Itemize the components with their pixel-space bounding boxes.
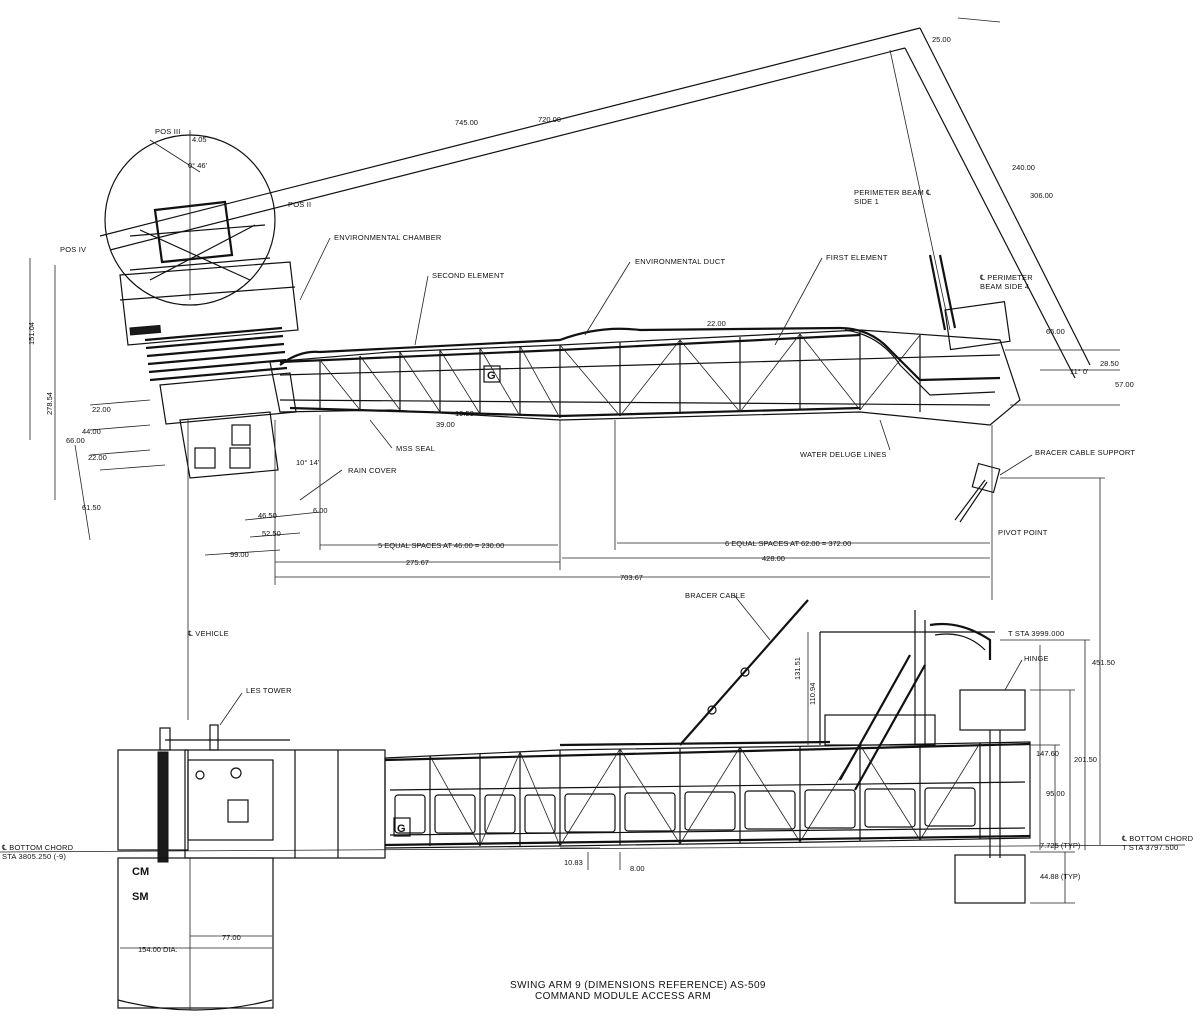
drawing-title-line2: COMMAND MODULE ACCESS ARM (535, 991, 711, 1002)
dim-4515: 451.50 (1092, 658, 1115, 667)
dim-44: 44.00 (82, 427, 101, 436)
elevation-labels: BRACER CABLE ℄ VEHICLE LES TOWER HINGE T… (2, 591, 1194, 954)
plan-labels: POS III 4.05 0° 46' POS II POS IV ENVIRO… (27, 35, 1135, 582)
dim-13151: 131.51 (793, 657, 802, 680)
dim-1950: 19.50 (455, 409, 474, 418)
bottom-chord-right-l2: T STA 3797.500 (1122, 843, 1178, 852)
perimeter-beam-side4-l2: BEAM SIDE 4 (980, 282, 1029, 291)
les-tower-label: LES TOWER (246, 686, 292, 695)
pos-ii-label: POS II (288, 200, 311, 209)
bottom-chord-right-l1: ℄ BOTTOM CHORD (1122, 834, 1194, 843)
rain-cover-label: RAIN COVER (348, 466, 397, 475)
dim-600: 6.00 (313, 506, 328, 515)
cm-label: CM (132, 866, 149, 878)
mss-seal-label: MSS SEAL (396, 444, 435, 453)
pos-iv-label: POS IV (60, 245, 86, 254)
pos-iii-label: POS III (155, 127, 181, 136)
plan-truss-members (319, 331, 921, 419)
dim-66a: 66.00 (66, 436, 85, 445)
perimeter-beam-side1-l2: SIDE 1 (854, 197, 879, 206)
dim-5eq: 5 EQUAL SPACES AT 46.00 = 230.00 (378, 541, 504, 550)
dim-720: 720.00 (538, 115, 561, 124)
dim-99: 99.00 (230, 550, 249, 559)
dim-800: 8.00 (630, 864, 645, 873)
pivot-point-label: PIVOT POINT (998, 528, 1048, 537)
arm-badge-top (483, 365, 501, 383)
dim-151: 151.04 (27, 322, 36, 345)
dim-95: 95.00 (1046, 789, 1065, 798)
dim-0-46: 0° 46' (188, 161, 208, 170)
dim-77: 77.00 (222, 933, 241, 942)
dim-428: 428.00 (762, 554, 785, 563)
perimeter-beam-side4-l1: ℄ PERIMETER (980, 273, 1033, 282)
dim-4488: 44.88 (TYP) (1040, 872, 1081, 881)
environmental-chamber-label: ENVIRONMENTAL CHAMBER (334, 233, 442, 242)
dim-1476: 147.60 (1036, 749, 1059, 758)
bracer-cable-support-label: BRACER CABLE SUPPORT (1035, 448, 1135, 457)
floor-panels (394, 787, 976, 834)
plan-view: G (29, 17, 1120, 845)
dim-1083: 10.83 (564, 858, 583, 867)
dim-7725: 7.725 (TYP) (1040, 841, 1081, 850)
dim-22b: 22.00 (88, 453, 107, 462)
dim-11094: 110.94 (808, 683, 817, 705)
dim-745: 745.00 (455, 118, 478, 127)
bracer-cable-label: BRACER CABLE (685, 591, 745, 600)
water-deluge-lines-label: WATER DELUGE LINES (800, 450, 887, 459)
environmental-duct-label: ENVIRONMENTAL DUCT (635, 257, 725, 266)
arm-badge-top-label: G (487, 370, 496, 382)
dim-2850: 28.50 (1100, 359, 1119, 368)
dim-5250: 52.50 (262, 529, 281, 538)
dim-2015: 201.50 (1074, 755, 1097, 764)
dim-278: 278.54 (45, 392, 54, 415)
vehicle-label: ℄ VEHICLE (188, 629, 229, 638)
arm-badge-bottom-label: G (397, 823, 406, 835)
dim-70367: 703.67 (620, 573, 643, 582)
dim-11: 11° 0' (1070, 367, 1089, 376)
lower-hinge-block (954, 854, 1026, 904)
hinge-label: HINGE (1024, 654, 1049, 663)
dim-66b: 66.00 (1046, 327, 1065, 336)
dim-10-14: 10° 14' (296, 458, 320, 467)
arm-badge-bottom (393, 817, 411, 837)
dim-6150: 61.50 (82, 503, 101, 512)
bracer-cable-support-icon (971, 462, 1001, 494)
bottom-chord-left-l1: ℄ BOTTOM CHORD (2, 843, 74, 852)
dim-6eq: 6 EQUAL SPACES AT 62.00 = 372.00 (725, 539, 851, 548)
dim-27567: 275.67 (406, 558, 429, 567)
dim-22a: 22.00 (92, 405, 111, 414)
dim-57: 57.00 (1115, 380, 1134, 389)
dim-240: 240.00 (1012, 163, 1035, 172)
dim-405: 4.05 (192, 135, 207, 144)
elevation-view: G (0, 420, 1186, 1011)
dim-154: 154.00 DIA. (138, 945, 178, 954)
dim-39: 39.00 (436, 420, 455, 429)
bellows (144, 326, 288, 382)
bottom-chord-left-l2: STA 3805.250 (-9) (2, 852, 66, 861)
title-block: SWING ARM 9 (DIMENSIONS REFERENCE) AS-50… (510, 980, 766, 1002)
first-element-label: FIRST ELEMENT (826, 253, 888, 262)
dim-4650: 46.50 (258, 511, 277, 520)
second-element-label: SECOND ELEMENT (432, 271, 505, 280)
dim-306: 306.00 (1030, 191, 1053, 200)
bracer-cable (679, 599, 809, 746)
dim-25: 25.00 (932, 35, 951, 44)
hinge-block (959, 689, 1026, 731)
sm-label: SM (132, 891, 149, 903)
t-sta-top-label: T STA 3999.000 (1008, 629, 1064, 638)
drawing-title-line1: SWING ARM 9 (DIMENSIONS REFERENCE) AS-50… (510, 980, 766, 991)
perimeter-beam-side1-l1: PERIMETER BEAM ℄ (854, 188, 931, 197)
dim-2200: 22.00 (707, 319, 726, 328)
